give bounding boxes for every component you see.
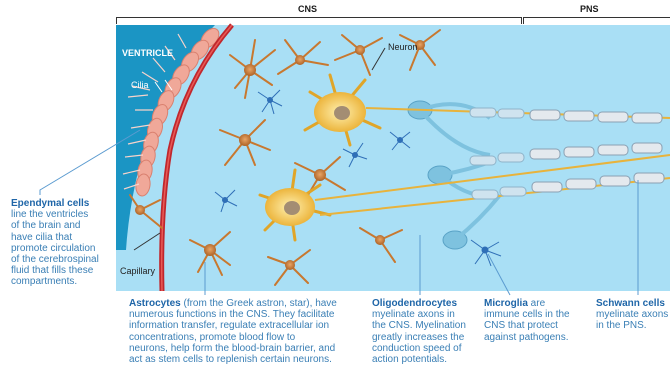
- ependymal-caption: Ependymal cells line the ventricles of t…: [11, 198, 121, 288]
- astrocytes-term: Astrocytes: [129, 298, 181, 309]
- schwann-term: Schwann cells: [596, 298, 665, 309]
- ventricle-label: VENTRICLE: [122, 48, 173, 58]
- microglia-term: Microglia: [484, 298, 528, 309]
- microglia-caption: Microglia are immune cells in the CNS th…: [484, 298, 589, 343]
- neuron-label: Neuron: [388, 42, 418, 52]
- ependymal-term: Ependymal cells: [11, 198, 89, 209]
- schwann-caption: Schwann cells myelinate axons in the PNS…: [596, 298, 670, 332]
- oligodendrocytes-term: Oligodendrocytes: [372, 298, 457, 309]
- oligodendrocytes-caption: Oligodendrocytes myelinate axons in the …: [372, 298, 482, 365]
- capillary-label: Capillary: [120, 266, 155, 276]
- cilia-label: Cilia: [131, 80, 149, 90]
- tissue-background: [116, 25, 670, 291]
- astrocytes-caption: Astrocytes (from the Greek astron, star)…: [129, 298, 369, 365]
